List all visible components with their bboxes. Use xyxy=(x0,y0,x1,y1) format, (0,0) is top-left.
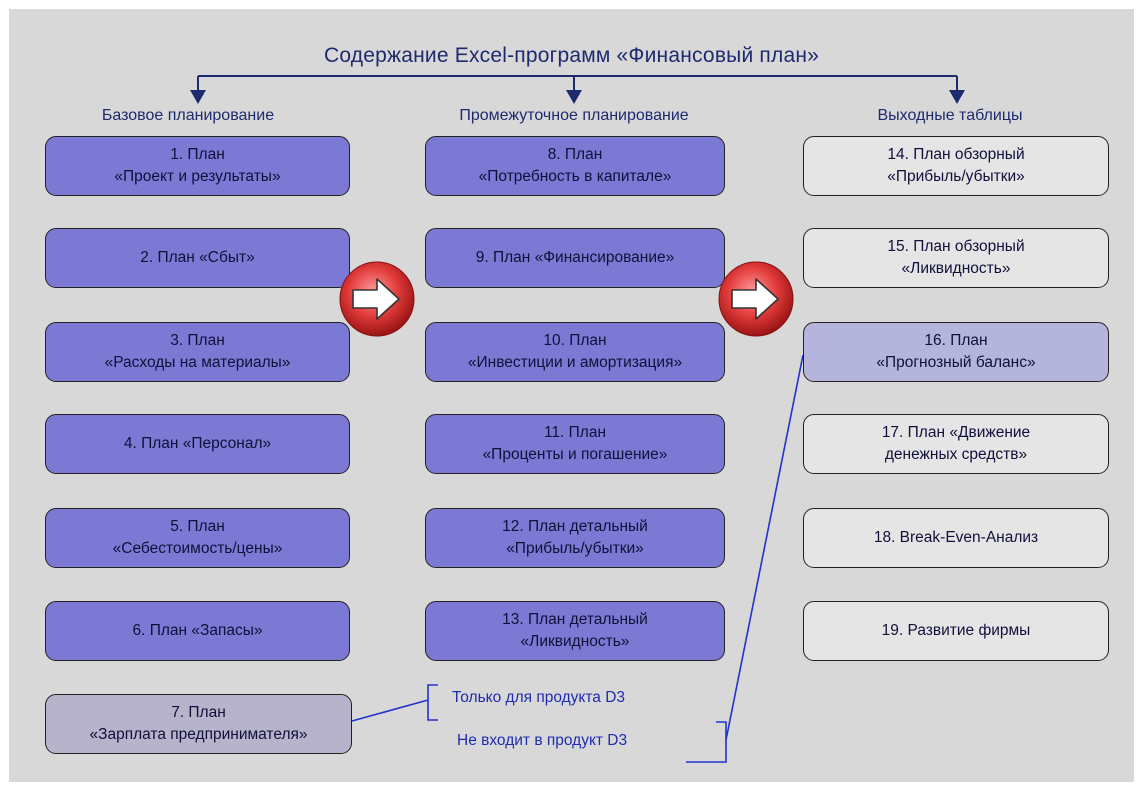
flow-arrow-icon-1 xyxy=(339,261,415,337)
heading-output: Выходные таблицы xyxy=(877,107,1023,124)
plan-box-19[interactable]: 19. Развитие фирмы xyxy=(803,601,1109,661)
heading-base: Базовое планирование xyxy=(101,107,275,124)
plan-box-4[interactable]: 4. План «Персонал» xyxy=(45,414,350,474)
note-only-d3: Только для продукта D3 xyxy=(452,689,626,706)
plan-box-15[interactable]: 15. План обзорный «Ликвидность» xyxy=(803,228,1109,288)
plan-box-9[interactable]: 9. План «Финансирование» xyxy=(425,228,725,288)
plan-box-11[interactable]: 11. План «Проценты и погашение» xyxy=(425,414,725,474)
arrow-down-inter xyxy=(566,90,582,104)
plan-box-10[interactable]: 10. План «Инвестиции и амортизация» xyxy=(425,322,725,382)
bracket-only-d3 xyxy=(427,684,438,721)
d3-link-right xyxy=(725,354,804,741)
plan-box-6[interactable]: 6. План «Запасы» xyxy=(45,601,350,661)
bracket-not-d3 xyxy=(686,721,727,763)
arrow-down-output xyxy=(949,90,965,104)
plan-box-18[interactable]: 18. Break-Even-Анализ xyxy=(803,508,1109,568)
plan-box-17[interactable]: 17. План «Движение денежных средств» xyxy=(803,414,1109,474)
plan-box-12[interactable]: 12. План детальный «Прибыль/убытки» xyxy=(425,508,725,568)
arrow-down-base xyxy=(190,90,206,104)
flow-arrow-icon-2 xyxy=(718,261,794,337)
plan-box-1[interactable]: 1. План «Проект и результаты» xyxy=(45,136,350,196)
plan-box-16[interactable]: 16. План «Прогнозный баланс» xyxy=(803,322,1109,382)
plan-box-5[interactable]: 5. План «Себестоимость/цены» xyxy=(45,508,350,568)
plan-box-3[interactable]: 3. План «Расходы на материалы» xyxy=(45,322,350,382)
plan-box-7[interactable]: 7. План «Зарплата предпринимателя» xyxy=(45,694,352,754)
plan-box-2[interactable]: 2. План «Сбыт» xyxy=(45,228,350,288)
plan-box-13[interactable]: 13. План детальный «Ликвидность» xyxy=(425,601,725,661)
plan-box-8[interactable]: 8. План «Потребность в капитале» xyxy=(425,136,725,196)
plan-box-14[interactable]: 14. План обзорный «Прибыль/убытки» xyxy=(803,136,1109,196)
diagram-title: Содержание Excel-программ «Финансовый пл… xyxy=(323,44,820,67)
heading-intermediate: Промежуточное планирование xyxy=(459,107,689,124)
note-not-in-d3: Не входит в продукт D3 xyxy=(457,732,628,749)
d3-link-left xyxy=(351,699,429,722)
